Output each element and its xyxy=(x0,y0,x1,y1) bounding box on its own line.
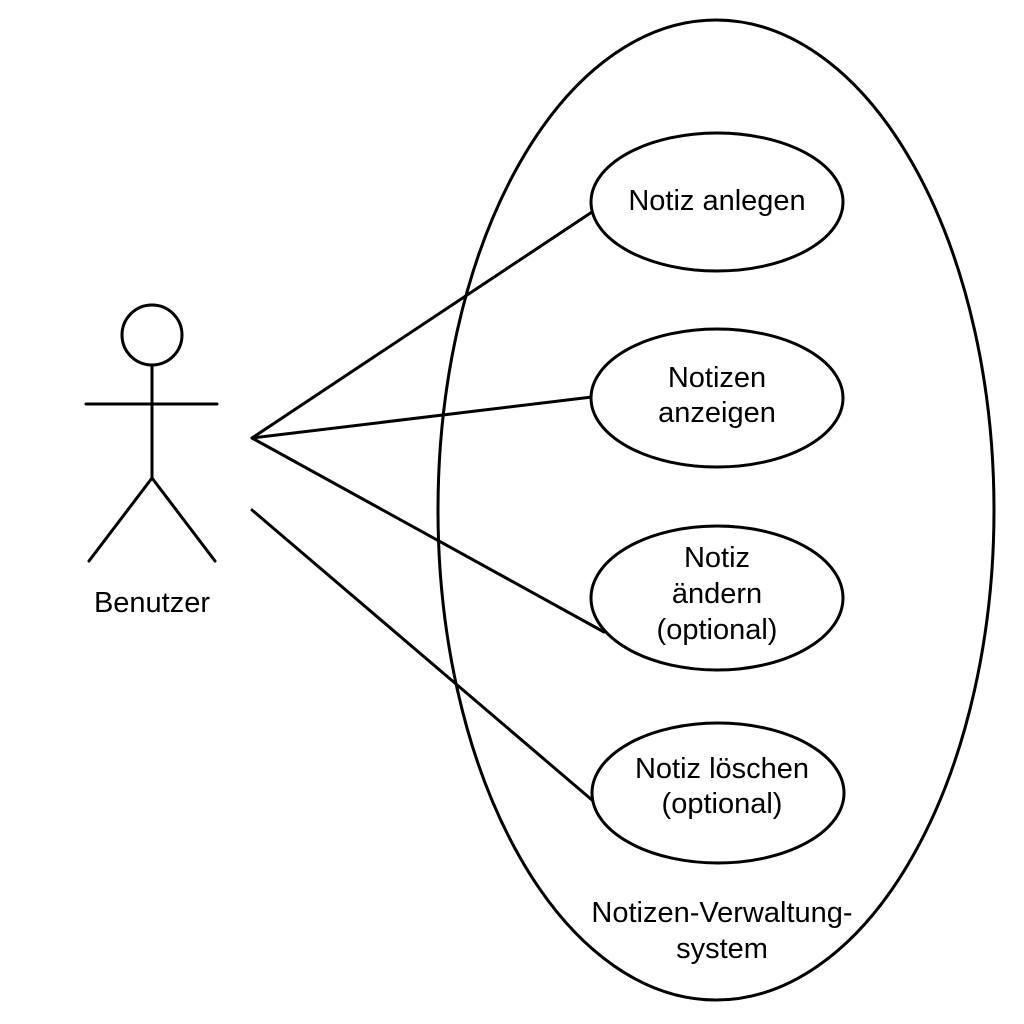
association-notizen-anzeigen xyxy=(250,395,594,440)
actor-label: Benutzer xyxy=(94,587,210,619)
association-notiz-anlegen xyxy=(250,210,594,440)
actor-benutzer[interactable]: Benutzer xyxy=(84,303,219,619)
association-notiz-loeschen xyxy=(250,508,594,802)
system-label-line1: Notizen-Verwaltung- xyxy=(591,897,852,929)
actor-left-leg xyxy=(87,476,154,563)
association-notiz-aendern xyxy=(250,436,606,634)
use-case-label-line1: Notizen xyxy=(668,362,766,394)
use-case-oval xyxy=(589,524,845,672)
use-case-notiz-loeschen[interactable]: Notiz löschen (optional) xyxy=(590,721,846,865)
system-label-line2: system xyxy=(676,933,768,965)
system-boundary xyxy=(436,18,996,1002)
use-case-oval xyxy=(589,327,845,469)
use-case-oval xyxy=(589,131,845,273)
use-case-label-line2: (optional) xyxy=(662,788,783,820)
use-case-oval xyxy=(590,721,846,865)
use-case-notiz-aendern[interactable]: Notiz ändern (optional) xyxy=(589,524,845,672)
use-case-label-line1: Notiz löschen xyxy=(635,753,809,785)
actor-head xyxy=(120,303,184,367)
use-case-notiz-anlegen[interactable]: Notiz anlegen xyxy=(589,131,845,273)
use-case-label-line1: Notiz xyxy=(684,542,750,574)
use-case-label: Notiz anlegen xyxy=(628,185,805,217)
actor-right-leg xyxy=(150,476,217,563)
use-case-label-line2: anzeigen xyxy=(658,397,776,429)
use-case-notizen-anzeigen[interactable]: Notizen anzeigen xyxy=(589,327,845,469)
use-case-label-line3: (optional) xyxy=(657,614,778,646)
use-case-label-line2: ändern xyxy=(672,578,762,610)
